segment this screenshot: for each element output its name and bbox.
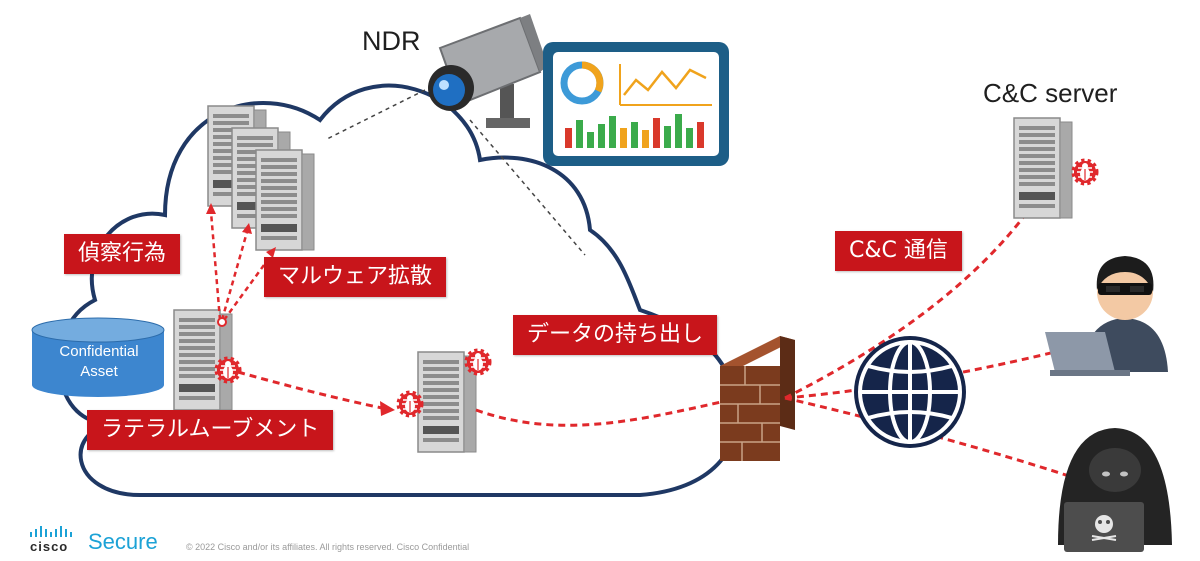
server-rack-icon <box>255 149 315 251</box>
server-rack-icon <box>1013 117 1073 219</box>
hacker-icon <box>1058 428 1172 552</box>
outbound-attack-lines <box>784 214 1076 480</box>
lateral-movement-label: ラテラルムーブメント <box>87 410 334 450</box>
ndr-title: NDR <box>362 26 421 56</box>
hacker-icon <box>1045 256 1168 376</box>
monitoring-dashboard-icon <box>543 42 729 166</box>
malware-bug-icon <box>467 351 489 373</box>
reconnaissance-label: 偵察行為 <box>64 234 181 274</box>
copyright-notice: © 2022 Cisco and/or its affiliates. All … <box>186 542 470 552</box>
exfiltration-path <box>475 398 731 427</box>
confidential-asset-line1: Confidential <box>59 343 139 360</box>
secure-product: Secure <box>88 529 158 554</box>
firewall-brick-icon <box>720 336 795 461</box>
server-rack-icon <box>417 351 477 453</box>
malware-spread-arrows <box>209 211 274 321</box>
internet-globe-icon <box>854 336 966 448</box>
cc-server-title: C&C server <box>983 78 1118 108</box>
malware-bug-icon <box>217 359 239 381</box>
data-exfiltration-label: データの持ち出し <box>513 315 718 355</box>
ndr-watch-line <box>324 89 426 141</box>
security-camera-icon <box>428 14 548 128</box>
malware-bug-icon <box>1074 161 1096 183</box>
malware-spread-label: マルウェア拡散 <box>264 257 447 297</box>
malware-bug-icon <box>399 393 421 415</box>
confidential-asset-line2: Asset <box>80 363 118 380</box>
confidential-asset-label: Confidential Asset <box>35 342 163 382</box>
cisco-logo-icon <box>30 526 72 537</box>
lateral-movement-arrow <box>237 370 383 410</box>
database-cylinder-icon <box>31 317 165 397</box>
ndr-watch-line <box>469 119 586 256</box>
cisco-brand: cisco <box>30 539 69 554</box>
cc-communication-label: C&C 通信 <box>835 231 962 271</box>
